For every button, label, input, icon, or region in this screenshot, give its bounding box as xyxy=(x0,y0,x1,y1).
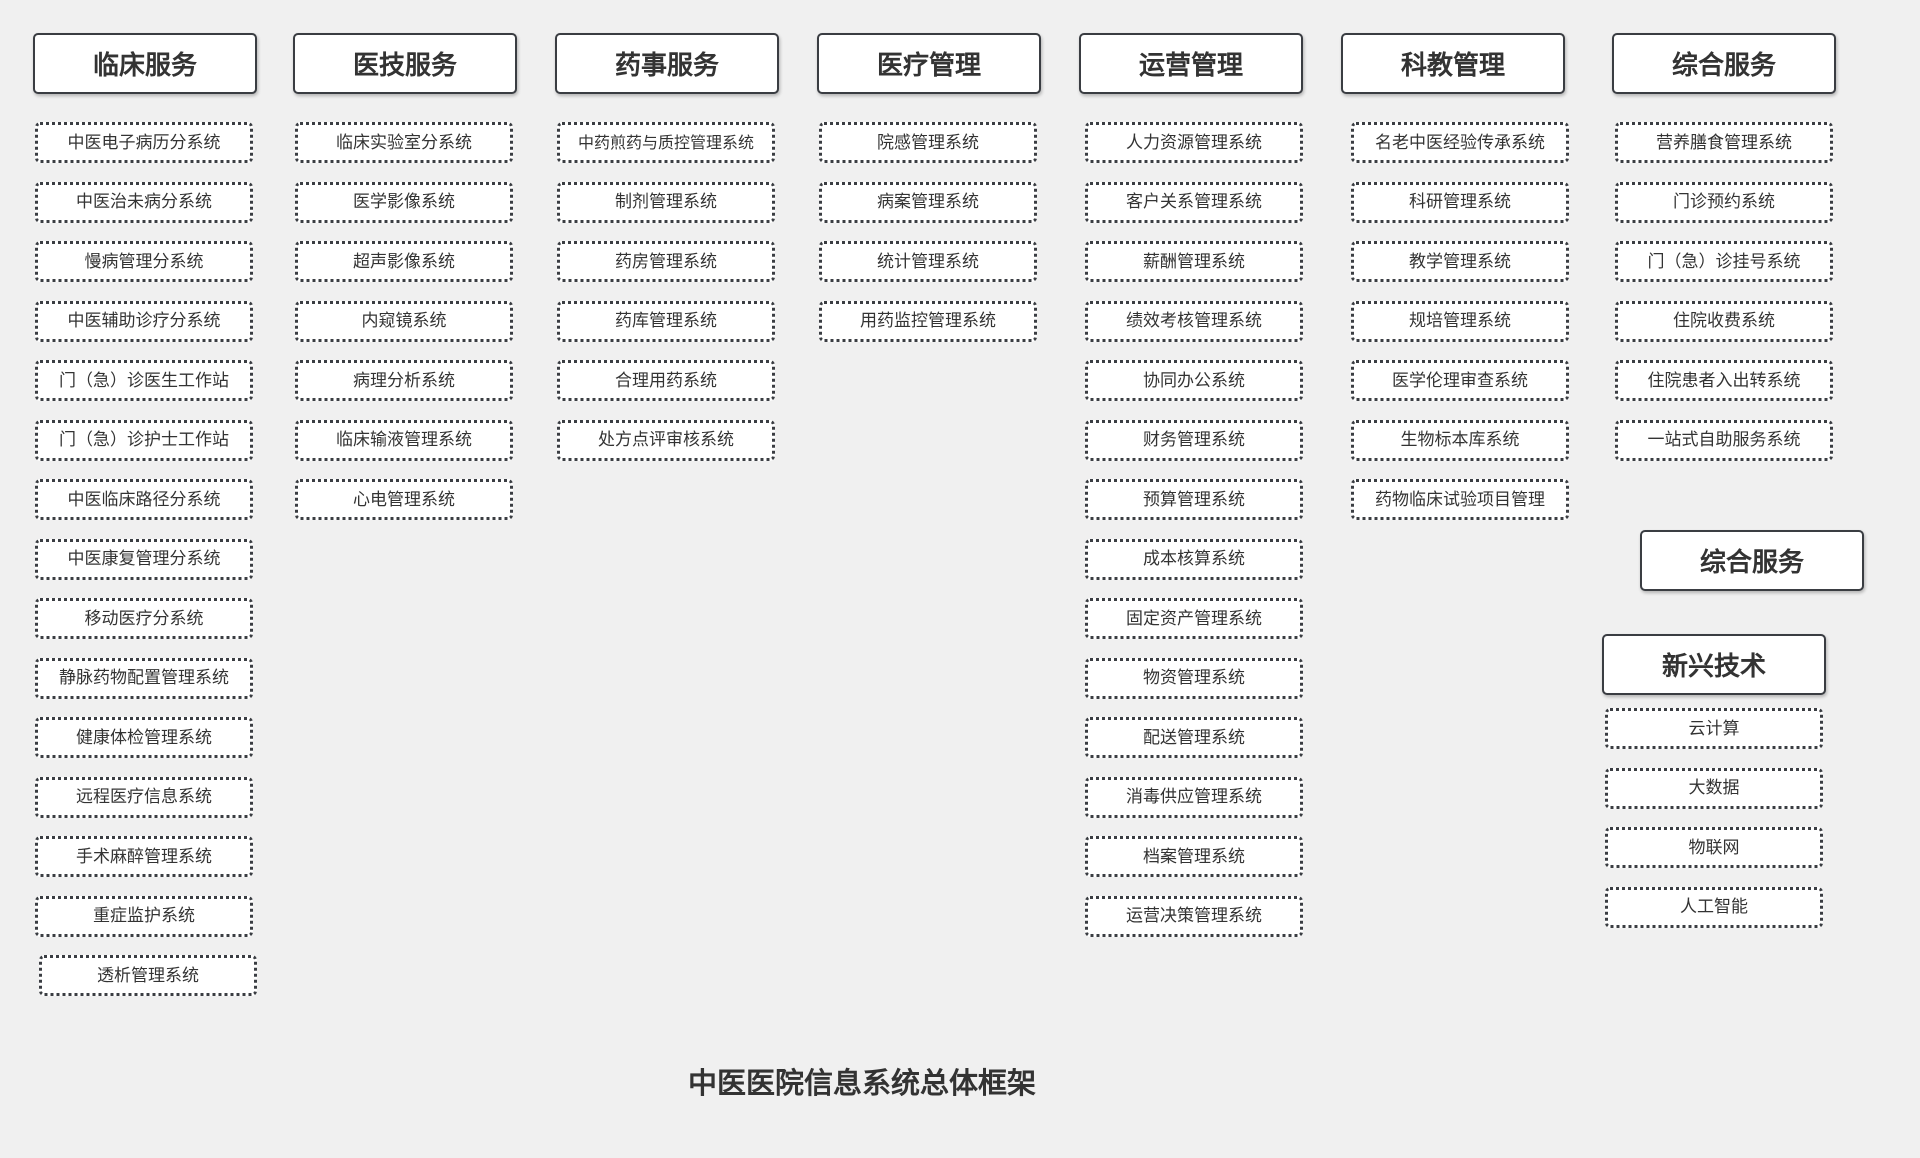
system-item: 住院收费系统 xyxy=(1615,300,1833,342)
column-header: 临床服务 xyxy=(33,33,257,94)
column-header: 医技服务 xyxy=(293,33,517,94)
system-item: 心电管理系统 xyxy=(295,479,513,520)
system-item: 病理分析系统 xyxy=(295,360,513,401)
system-item: 住院患者入出转系统 xyxy=(1615,360,1833,401)
diagram-title: 中医医院信息系统总体框架 xyxy=(687,1066,1036,1100)
system-item: 门（急）诊挂号系统 xyxy=(1615,241,1833,282)
emerging-tech-item: 人工智能 xyxy=(1605,886,1823,928)
system-item: 内窥镜系统 xyxy=(295,300,513,342)
system-item: 门（急）诊医生工作站 xyxy=(35,360,253,401)
system-item: 名老中医经验传承系统 xyxy=(1351,122,1569,163)
system-item: 配送管理系统 xyxy=(1085,717,1303,758)
emerging-tech-item: 云计算 xyxy=(1605,708,1823,749)
system-item: 药库管理系统 xyxy=(557,300,775,342)
system-item: 教学管理系统 xyxy=(1351,241,1569,282)
system-item: 物资管理系统 xyxy=(1085,657,1303,699)
system-item: 薪酬管理系统 xyxy=(1085,241,1303,282)
emerging-tech-item: 大数据 xyxy=(1605,767,1823,809)
system-item: 财务管理系统 xyxy=(1085,419,1303,461)
system-item: 超声影像系统 xyxy=(295,241,513,282)
emerging-tech-item: 物联网 xyxy=(1605,827,1823,868)
column-header: 医疗管理 xyxy=(817,33,1041,94)
system-item: 中医电子病历分系统 xyxy=(35,122,253,163)
system-item: 成本核算系统 xyxy=(1085,538,1303,580)
system-item: 医学伦理审查系统 xyxy=(1351,360,1569,401)
system-item: 静脉药物配置管理系统 xyxy=(35,657,253,699)
system-item: 预算管理系统 xyxy=(1085,479,1303,520)
system-item: 中医辅助诊疗分系统 xyxy=(35,300,253,342)
system-item: 客户关系管理系统 xyxy=(1085,181,1303,223)
system-item: 营养膳食管理系统 xyxy=(1615,122,1833,163)
system-item: 医学影像系统 xyxy=(295,181,513,223)
system-item: 合理用药系统 xyxy=(557,360,775,401)
system-item: 规培管理系统 xyxy=(1351,300,1569,342)
system-item: 科研管理系统 xyxy=(1351,181,1569,223)
column-header: 药事服务 xyxy=(555,33,779,94)
system-item: 远程医疗信息系统 xyxy=(35,776,253,818)
system-item: 透析管理系统 xyxy=(39,955,257,996)
system-item: 病案管理系统 xyxy=(819,181,1037,223)
system-item: 中医康复管理分系统 xyxy=(35,538,253,580)
system-item: 人力资源管理系统 xyxy=(1085,122,1303,163)
overlay-column-header: 综合服务 xyxy=(1640,530,1864,591)
system-item: 统计管理系统 xyxy=(819,241,1037,282)
system-item: 绩效考核管理系统 xyxy=(1085,300,1303,342)
system-item: 重症监护系统 xyxy=(35,895,253,937)
system-item: 门（急）诊护士工作站 xyxy=(35,419,253,461)
emerging-tech-header: 新兴技术 xyxy=(1602,634,1826,695)
system-item: 中医临床路径分系统 xyxy=(35,479,253,520)
system-item: 移动医疗分系统 xyxy=(35,598,253,639)
system-item: 一站式自助服务系统 xyxy=(1615,419,1833,461)
system-item: 药物临床试验项目管理 xyxy=(1351,479,1569,520)
system-item: 健康体检管理系统 xyxy=(35,717,253,758)
system-item: 慢病管理分系统 xyxy=(35,241,253,282)
system-item: 用药监控管理系统 xyxy=(819,300,1037,342)
system-item: 生物标本库系统 xyxy=(1351,419,1569,461)
system-item: 协同办公系统 xyxy=(1085,360,1303,401)
system-item: 临床输液管理系统 xyxy=(295,419,513,461)
system-item: 消毒供应管理系统 xyxy=(1085,776,1303,818)
system-item: 固定资产管理系统 xyxy=(1085,598,1303,639)
system-item: 运营决策管理系统 xyxy=(1085,895,1303,937)
system-item: 制剂管理系统 xyxy=(557,181,775,223)
column-header: 综合服务 xyxy=(1612,33,1836,94)
system-item: 中药煎药与质控管理系统 xyxy=(557,122,775,163)
system-item: 档案管理系统 xyxy=(1085,836,1303,877)
system-item: 药房管理系统 xyxy=(557,241,775,282)
column-header: 运营管理 xyxy=(1079,33,1303,94)
system-item: 处方点评审核系统 xyxy=(557,419,775,461)
system-item: 门诊预约系统 xyxy=(1615,181,1833,223)
system-item: 临床实验室分系统 xyxy=(295,122,513,163)
system-item: 中医治未病分系统 xyxy=(35,181,253,223)
system-item: 院感管理系统 xyxy=(819,122,1037,163)
column-header: 科教管理 xyxy=(1341,33,1565,94)
system-item: 手术麻醉管理系统 xyxy=(35,836,253,877)
